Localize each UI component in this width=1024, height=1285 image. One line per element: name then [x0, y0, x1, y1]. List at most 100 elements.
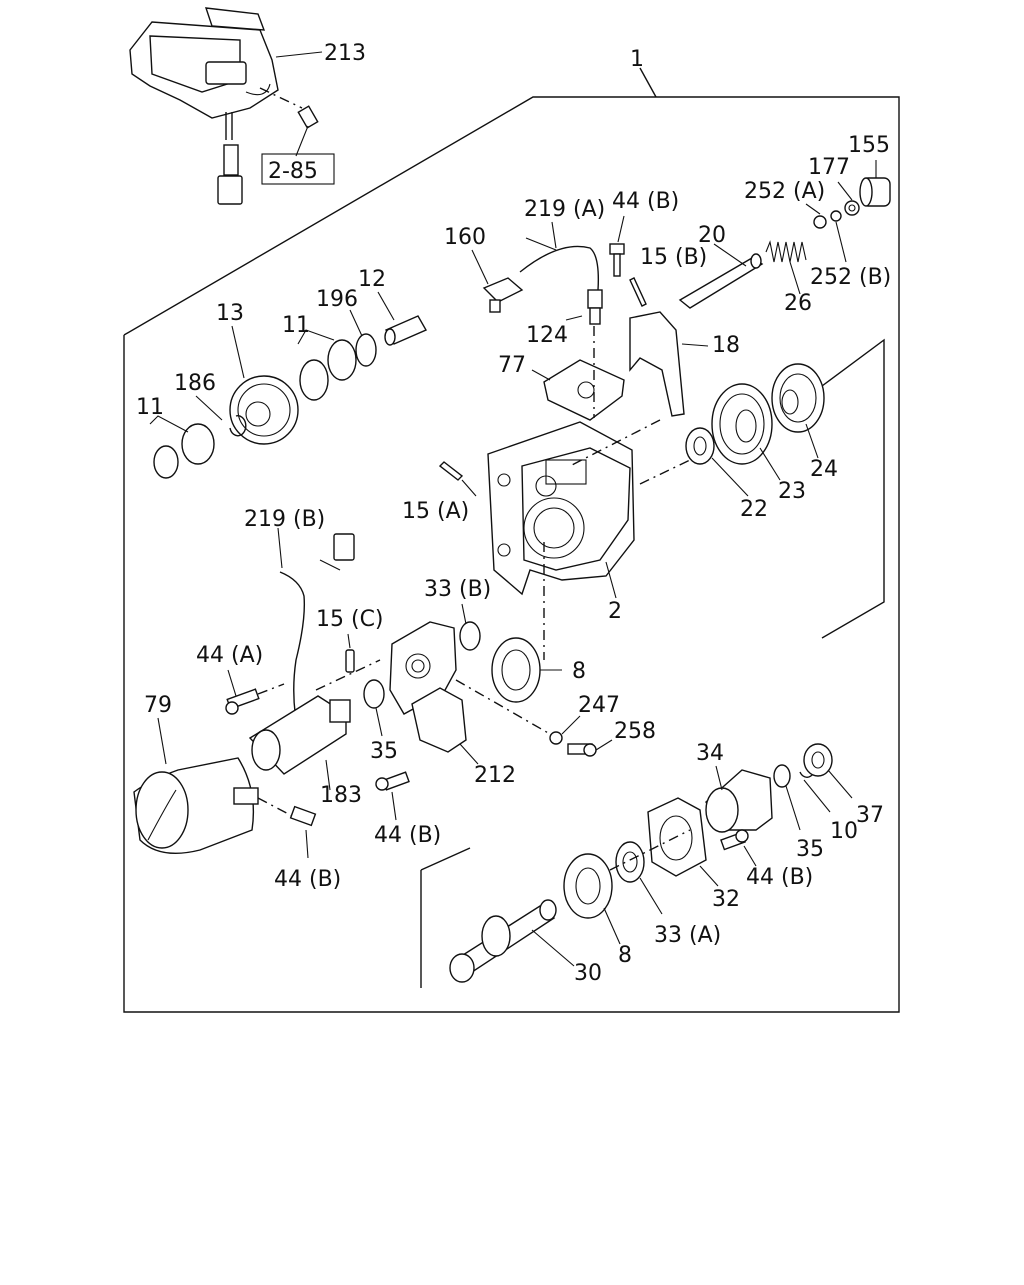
callout-18: 18	[712, 333, 740, 358]
callout-33a: 33 (A)	[654, 923, 721, 948]
part-196-ring	[349, 309, 377, 367]
callout-2: 2	[608, 599, 622, 624]
callout-219b: 219 (B)	[244, 507, 325, 532]
part-15a-pin	[438, 461, 477, 497]
callout-252b: 252 (B)	[810, 265, 891, 290]
part-79-cover	[133, 717, 259, 855]
callout-258: 258	[614, 719, 656, 744]
callout-247: 247	[578, 693, 620, 718]
part-177-nut	[837, 181, 860, 216]
part-2-housing	[487, 421, 635, 599]
callout-15c: 15 (C)	[316, 607, 384, 632]
callout-8-upper: 8	[572, 659, 586, 684]
housing-dashed-links	[543, 326, 691, 660]
callout-196: 196	[316, 287, 358, 312]
part-20-rod	[678, 243, 764, 309]
callout-33b: 33 (B)	[424, 577, 491, 602]
part-13-gear	[229, 325, 299, 445]
callout-44b-bottom: 44 (B)	[274, 867, 341, 892]
callout-44b-right: 44 (B)	[746, 865, 813, 890]
callout-177: 177	[808, 155, 850, 180]
bolt-2-85	[259, 87, 335, 185]
part-33a-seal	[615, 841, 663, 915]
callout-22: 22	[740, 497, 768, 522]
part-26-spring	[765, 240, 807, 295]
callout-44b-mid: 44 (B)	[374, 823, 441, 848]
callout-186: 186	[174, 371, 216, 396]
part-160-connector	[471, 249, 524, 313]
callout-124: 124	[526, 323, 568, 348]
part-219b-harness	[277, 527, 355, 741]
callout-8-lower: 8	[618, 943, 632, 968]
callout-20: 20	[698, 223, 726, 248]
callout-35-left: 35	[370, 739, 398, 764]
callout-1: 1	[630, 47, 644, 72]
callout-24: 24	[810, 457, 838, 482]
part-15c-pin	[315, 633, 381, 691]
part-12-pin	[377, 291, 427, 346]
callout-34: 34	[696, 741, 724, 766]
part-11-lower-bearing	[149, 415, 215, 479]
part-44b-bolt-right	[720, 829, 757, 867]
callout-11-lower: 11	[136, 395, 164, 420]
callout-37: 37	[856, 803, 884, 828]
part-35-right-washer	[773, 764, 801, 831]
part-23-gear	[711, 383, 781, 481]
assembly-frame	[123, 67, 900, 1013]
part-124-sensor	[565, 289, 603, 325]
part-30-shaft	[449, 829, 691, 983]
part-219a-harness	[519, 221, 600, 291]
part-44a-bolt	[225, 669, 285, 715]
part-247-washer	[455, 679, 581, 745]
callout-30: 30	[574, 961, 602, 986]
part-258-bolt	[567, 739, 613, 757]
callout-155: 155	[848, 133, 890, 158]
callout-32: 32	[712, 887, 740, 912]
callout-23: 23	[778, 479, 806, 504]
callout-11-upper: 11	[282, 313, 310, 338]
callout-79: 79	[144, 693, 172, 718]
callout-35-right: 35	[796, 837, 824, 862]
part-35-left-washer	[363, 679, 385, 737]
part-15b-pin	[629, 277, 647, 307]
part-37-nut	[803, 743, 853, 799]
callout-labels: 213 1 2-85 155 177 252 (A) 252 (B) 219 (…	[136, 41, 891, 986]
part-44b-bolt-mid	[375, 771, 410, 821]
part-24-sleeve	[771, 363, 825, 459]
part-22-washer	[685, 427, 749, 497]
callout-13: 13	[216, 301, 244, 326]
part-44b-bolt-cover	[257, 797, 317, 859]
part-33b-seal	[459, 603, 481, 651]
callout-212: 212	[474, 763, 516, 788]
callout-160: 160	[444, 225, 486, 250]
part-34-flange	[705, 765, 773, 833]
part-8-lower-bearing	[563, 853, 621, 945]
part-252a-washer	[805, 203, 827, 229]
callout-213: 213	[324, 41, 366, 66]
callout-183: 183	[320, 783, 362, 808]
part-155-bushing	[859, 160, 891, 207]
callout-44b-top: 44 (B)	[612, 189, 679, 214]
callout-15a: 15 (A)	[402, 499, 469, 524]
part-252b-washer	[830, 210, 847, 263]
callout-12: 12	[358, 267, 386, 292]
part-186-clip	[195, 395, 247, 437]
callout-15b: 15 (B)	[640, 245, 707, 270]
part-18-fork	[629, 311, 709, 417]
callout-44a: 44 (A)	[196, 643, 263, 668]
callout-219a: 219 (A)	[524, 197, 605, 222]
part-183-motor	[248, 695, 351, 791]
part-44b-bolt-top	[609, 215, 625, 277]
callout-26: 26	[784, 291, 812, 316]
part-213-bracket	[129, 7, 323, 205]
callout-10: 10	[830, 819, 858, 844]
part-77-plate	[531, 359, 625, 421]
part-8-upper-bearing	[491, 637, 562, 703]
callout-252a: 252 (A)	[744, 179, 825, 204]
part-11-upper-bearing	[297, 329, 357, 401]
callout-ref-2-85: 2-85	[268, 159, 318, 184]
callout-77: 77	[498, 353, 526, 378]
part-212-plate	[389, 621, 479, 765]
